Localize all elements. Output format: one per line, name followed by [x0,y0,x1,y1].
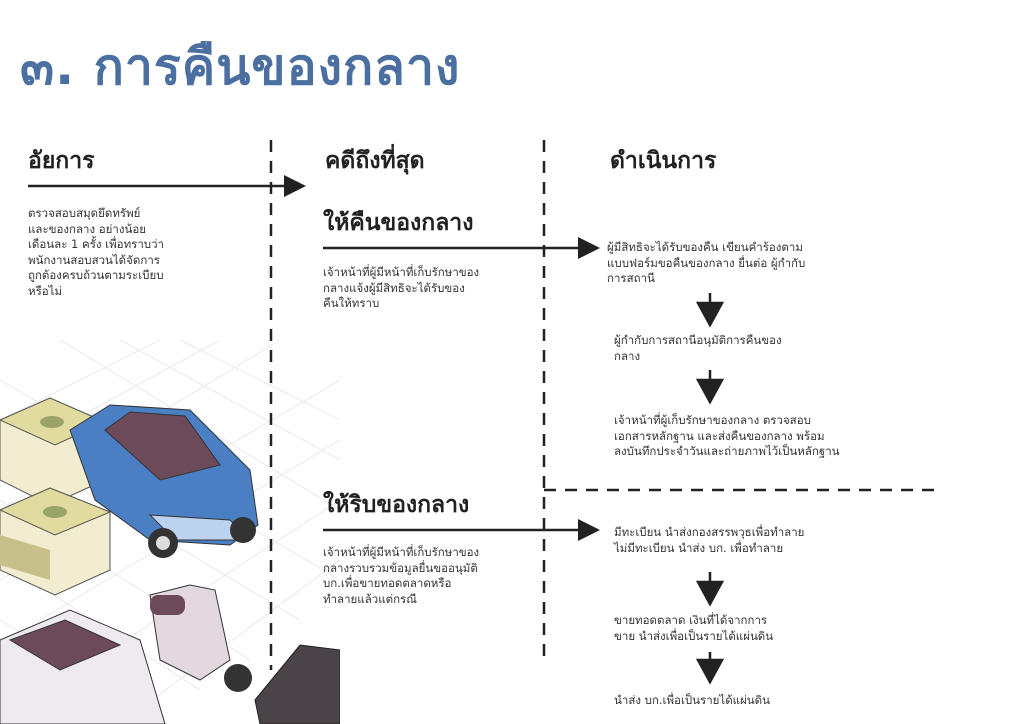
text-line: กลางรวบรวมข้อมูลยื่นขออนุมัติ [323,560,478,575]
text-line: ขาย นำส่งเพื่อเป็นรายได้แผ่นดิน [614,628,774,643]
confiscate-step-1: มีทะเบียน นำส่งกองสรรพวุธเพื่อทำลาย ไม่ม… [614,525,804,556]
subheading-confiscate: ให้ริบของกลาง [323,492,470,518]
arrow-down-icon [695,572,725,607]
heading-final-case: คดีถึงที่สุด [325,148,425,174]
heading-prosecutor: อัยการ [28,148,95,174]
text-line: ลงบันทึกประจำวันและถ่ายภาพไว้เป็นหลักฐาน [614,444,840,458]
confiscate-text: เจ้าหน้าที่ผู้มีหน้าที่เก็บรักษาของ กลาง… [323,545,479,607]
return-step-3: เจ้าหน้าที่ผู้เก็บรักษาของกลาง ตรวจสอบ เ… [614,413,840,460]
scooter-icon [149,584,252,692]
arrow-down-icon [695,652,725,685]
return-step-1: ผู้มีสิทธิจะได้รับของคืน เขียนคำร้องตาม … [607,240,805,287]
subheading-return: ให้คืนของกลาง [323,210,474,236]
confiscate-step-2: ขายทอดตลาด เงินที่ได้จากการ ขาย นำส่งเพื… [614,613,773,644]
arrow-right-icon [28,175,306,197]
text-line: ตรวจสอบสมุดยึดทรัพย์ [28,206,141,220]
text-line: เอกสารหลักฐาน และส่งคืนของกลาง พร้อม [614,428,825,443]
text-line: และของกลาง อย่างน้อย [28,221,146,236]
text-line: กลาง [614,348,641,363]
text-line: ถูกต้องครบถ้วนตามระเบียบ [28,268,164,282]
text-line: พนักงานสอบสวนได้จัดการ [28,252,160,267]
prosecutor-text: ตรวจสอบสมุดยึดทรัพย์ และของกลาง อย่างน้อ… [28,206,164,299]
text-line: มีทะเบียน นำส่งกองสรรพวุธเพื่อทำลาย [614,525,805,539]
text-line: เจ้าหน้าที่ผู้เก็บรักษาของกลาง ตรวจสอบ [614,413,811,427]
text-line: นำส่ง บก.เพื่อเป็นรายได้แผ่นดิน [614,693,771,707]
text-line: กลางแจ้งผู้มีสิทธิจะได้รับของ [323,280,465,295]
text-line: ทำลายแล้วแต่กรณี [323,591,417,606]
arrow-right-icon [323,237,600,259]
text-line: เดือนละ 1 ครั้ง เพื่อทราบว่า [28,237,165,251]
illustration-evidence [0,340,340,724]
text-line: เจ้าหน้าที่ผู้มีหน้าที่เก็บรักษาของ [323,545,480,559]
white-car-icon [0,609,166,724]
text-line: ผู้มีสิทธิจะได้รับของคืน เขียนคำร้องตาม [607,240,803,254]
arrow-right-icon [323,519,600,541]
text-line: บก.เพื่อขายทอดตลาดหรือ [323,576,452,590]
page-title: ๓. การคืนของกลาง [20,38,461,96]
text-line: ขายทอดตลาด เงินที่ได้จากการ [614,613,768,627]
text-line: หรือไม่ [28,283,63,298]
return-text: เจ้าหน้าที่ผู้มีหน้าที่เก็บรักษาของ กลาง… [323,265,479,312]
money-stacks-icon [0,397,112,596]
text-line: ไม่มีทะเบียน นำส่ง บก. เพื่อทำลาย [614,540,784,555]
return-step-2: ผู้กำกับการสถานีอนุมัติการคืนของ กลาง [614,333,782,364]
arrow-down-icon [695,293,725,328]
heading-proceed: ดำเนินการ [610,148,717,174]
text-line: ผู้กำกับการสถานีอนุมัติการคืนของ [614,333,782,347]
text-line: แบบฟอร์มขอคืนของกลาง ยื่นต่อ ผู้กำกับ [607,255,806,270]
arrow-down-icon [695,370,725,405]
dark-vehicle-icon [254,644,340,724]
confiscate-step-3: นำส่ง บก.เพื่อเป็นรายได้แผ่นดิน [614,693,770,709]
text-line: เจ้าหน้าที่ผู้มีหน้าที่เก็บรักษาของ [323,265,480,279]
blue-car-icon [69,404,259,558]
text-line: การสถานี [607,271,655,285]
text-line: คืนให้ทราบ [323,296,380,310]
